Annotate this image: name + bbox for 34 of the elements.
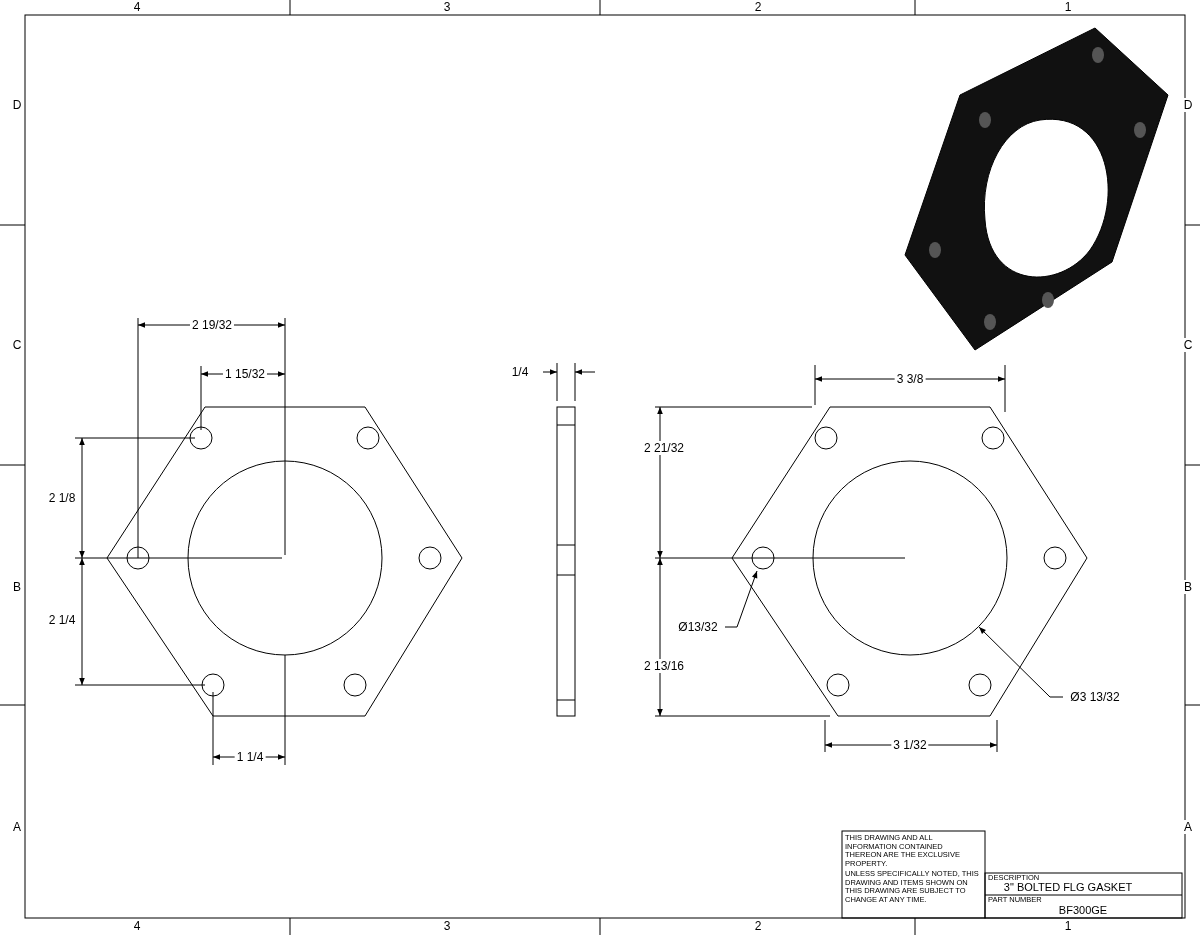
dimension-text: 2 21/32 bbox=[642, 441, 686, 455]
zone-marker: D bbox=[10, 98, 24, 112]
dimension-text: 1/4 bbox=[509, 365, 531, 379]
part-number: BF300GE bbox=[1057, 903, 1109, 917]
zone-marker: 2 bbox=[752, 0, 764, 14]
leader-line bbox=[724, 570, 758, 628]
bore-hole bbox=[812, 460, 1008, 656]
zone-marker: D bbox=[1181, 98, 1195, 112]
dimension-text: 1 15/32 bbox=[223, 367, 267, 381]
zone-marker: 1 bbox=[1062, 0, 1074, 14]
zone-marker: C bbox=[10, 338, 24, 352]
bolt-hole bbox=[751, 546, 775, 570]
dimension-text: 2 1/4 bbox=[46, 613, 78, 627]
zone-marker: A bbox=[1182, 820, 1194, 834]
dimension-text: 1 1/4 bbox=[234, 750, 266, 764]
zone-marker: 2 bbox=[752, 919, 764, 933]
zone-marker: 4 bbox=[131, 0, 143, 14]
dimension-text: 2 19/32 bbox=[190, 318, 234, 332]
zone-marker: 1 bbox=[1062, 919, 1074, 933]
zone-marker: 4 bbox=[131, 919, 143, 933]
dimension-text: 3 3/8 bbox=[894, 372, 926, 386]
zone-marker: A bbox=[11, 820, 23, 834]
zone-marker: B bbox=[11, 580, 23, 594]
zone-marker: B bbox=[1182, 580, 1194, 594]
leader-text: Ø13/32 bbox=[676, 620, 720, 634]
zone-marker: C bbox=[1181, 338, 1195, 352]
zone-marker: 3 bbox=[441, 919, 453, 933]
dimension-text: 2 13/16 bbox=[642, 659, 686, 673]
zone-marker: 3 bbox=[441, 0, 453, 14]
leader-text: Ø3 13/32 bbox=[1068, 690, 1122, 704]
dimension-text: 3 1/32 bbox=[891, 738, 929, 752]
leader-line bbox=[978, 626, 1064, 698]
dimension-text: 2 1/8 bbox=[46, 491, 78, 505]
part-description: 3" BOLTED FLG GASKET bbox=[1002, 880, 1134, 894]
